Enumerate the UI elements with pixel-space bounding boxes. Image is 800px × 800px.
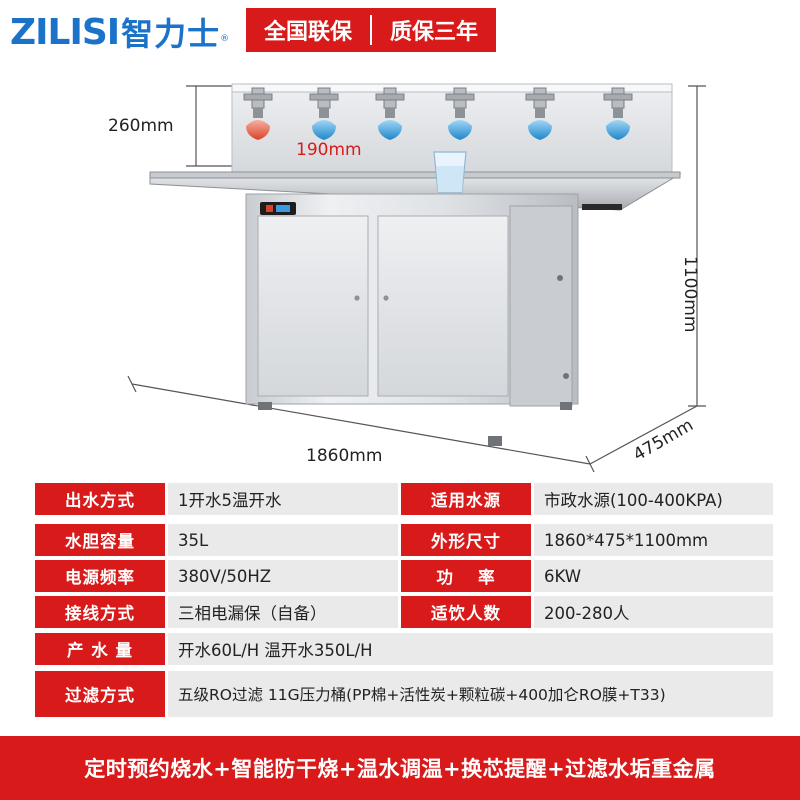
spec-value: 市政水源(100-400KPA) [534, 483, 773, 515]
spec-label: 外形尺寸 [401, 524, 531, 556]
header: ZILISI 智力士 ® 全国联保 质保三年 [0, 0, 800, 66]
foot [258, 402, 272, 410]
spec-value: 6KW [534, 560, 773, 592]
spec-value: 开水60L/H 温开水350L/H [168, 633, 773, 665]
tap-height-label: 260mm [108, 116, 174, 136]
water-dispenser-illustration [127, 83, 706, 473]
taps [243, 87, 633, 140]
tap-5 [525, 87, 555, 140]
nationwide-warranty-text: 全国联保 [263, 20, 352, 45]
height-label: 1100mm [680, 256, 700, 333]
spec-label: 适用水源 [401, 483, 531, 515]
spec-value: 35L [168, 524, 398, 556]
spec-value: 三相电漏保（自备） [168, 596, 398, 628]
cabinet-door-right [377, 215, 509, 397]
spec-label: 产 水 量 [35, 633, 165, 665]
feature-text: 定时预约烧水+智能防干烧+温水调温+换芯提醒+过滤水垢重金属 [84, 757, 716, 781]
tap-4 [445, 87, 475, 140]
glass-clearance-label: 190mm [296, 140, 362, 160]
spec-label: 水胆容量 [35, 524, 165, 556]
spec-label: 接线方式 [35, 596, 165, 628]
width-label: 1860mm [306, 446, 383, 466]
brand-logo: ZILISI 智力士 ® [10, 11, 230, 54]
three-year-warranty-text: 质保三年 [389, 20, 478, 45]
warranty-badge: 全国联保 质保三年 [246, 8, 496, 52]
spec-label: 电源频率 [35, 560, 165, 592]
feature-banner: 定时预约烧水+智能防干烧+温水调温+换芯提醒+过滤水垢重金属 [0, 736, 800, 800]
tap-2 [309, 87, 339, 140]
glass-icon [433, 151, 467, 193]
spec-label: 适饮人数 [401, 596, 531, 628]
foot [560, 402, 572, 410]
registered-mark: ® [220, 34, 230, 44]
tap-6 [603, 87, 633, 140]
spec-value: 1开水5温开水 [168, 483, 398, 515]
spec-value: 200-280人 [534, 596, 773, 628]
cabinet-side [509, 205, 573, 407]
spec-value: 380V/50HZ [168, 560, 398, 592]
spec-label: 出水方式 [35, 483, 165, 515]
cabinet-door-left [257, 215, 369, 397]
spec-label: 过滤方式 [35, 671, 165, 717]
spec-value: 五级RO过滤 11G压力桶(PP棉+活性炭+颗粒碳+400加仑RO膜+T33) [168, 671, 773, 717]
spec-label: 功 率 [401, 560, 531, 592]
dimension-lines [127, 85, 706, 473]
logo-chinese: 智力士 [121, 15, 221, 53]
spec-value: 1860*475*1100mm [534, 524, 773, 556]
product-picture: 260mm 190mm 1100mm 1860mm 475mm [0, 66, 800, 476]
foot [488, 436, 502, 446]
logo-latin: ZILISI [10, 11, 120, 53]
tap-1 [243, 87, 273, 140]
tap-3 [375, 87, 405, 140]
badge-divider [370, 15, 372, 45]
